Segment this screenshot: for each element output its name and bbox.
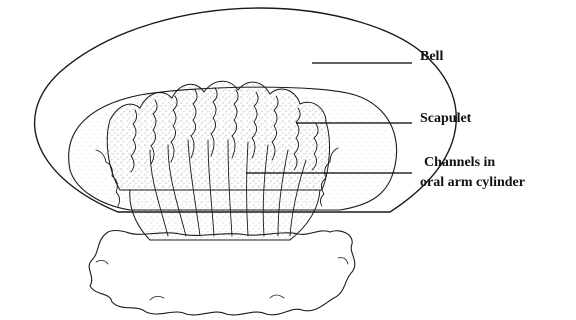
scapulet-label: Scapulet [420, 111, 472, 126]
bell-label: Bell [420, 49, 443, 64]
oral-arm-mass [89, 231, 355, 315]
channels-label-line2: oral arm cylinder [420, 175, 525, 190]
channels-label-line1: Channels in [424, 155, 495, 170]
